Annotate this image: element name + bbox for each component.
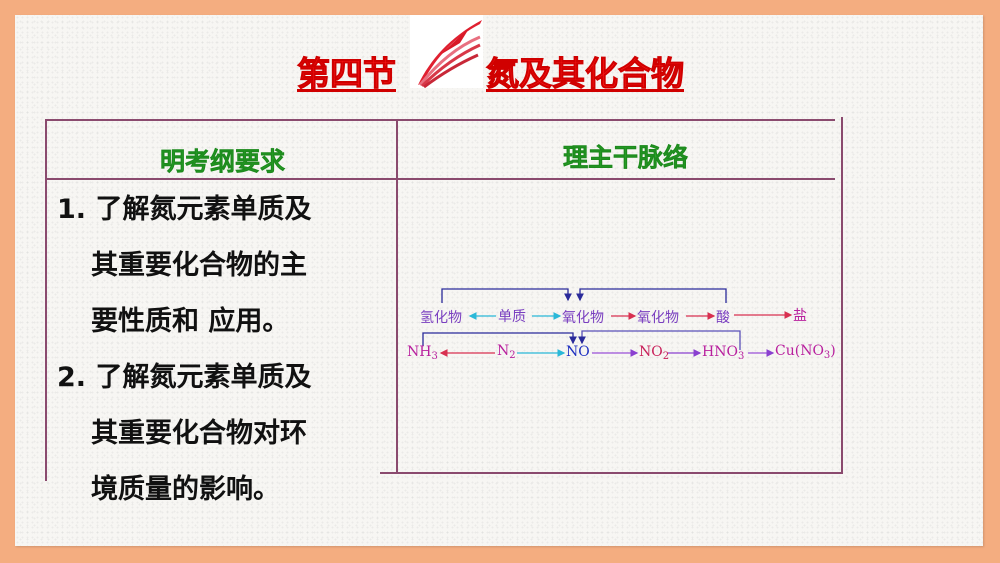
requirements-header: 明考纲要求	[160, 147, 286, 177]
requirement-1-line-3: 要性质和 应用。	[91, 306, 290, 337]
table-right-rule	[841, 117, 843, 473]
requirement-2-line-1: 2. 了解氮元素单质及	[57, 362, 312, 393]
outline-header: 理主干脉络	[563, 143, 689, 173]
red-swoosh-logo-icon	[410, 15, 483, 89]
slide-canvas	[15, 15, 983, 546]
node-salt: 盐	[793, 308, 807, 324]
requirement-1-line-1: 1. 了解氮元素单质及	[57, 194, 312, 225]
node-no2: NO2	[639, 344, 670, 362]
table-top-rule	[45, 119, 835, 121]
table-divider-rule	[396, 119, 398, 473]
node-n2: N2	[497, 343, 516, 361]
node-no: NO	[566, 344, 590, 360]
requirement-1-line-2: 其重要化合物的主	[91, 250, 307, 281]
node-cu-no3: Cu(NO3)	[775, 343, 836, 361]
table-header-rule	[45, 178, 835, 180]
node-hydride: 氢化物	[420, 310, 462, 326]
section-title: 第四节	[297, 54, 397, 94]
node-hno3: HNO3	[702, 344, 745, 362]
node-acid: 酸	[716, 310, 730, 326]
table-bottom-rule	[380, 472, 843, 474]
table-left-rule	[45, 119, 47, 481]
node-element: 单质	[498, 309, 526, 325]
topic-title: 氮及其化合物	[486, 54, 685, 94]
requirement-2-line-2: 其重要化合物对环	[91, 418, 307, 449]
requirement-2-line-3: 境质量的影响。	[91, 474, 280, 505]
node-nh3: NH3	[407, 344, 438, 362]
node-oxide-1: 氧化物	[562, 310, 604, 326]
node-oxide-2: 氧化物	[637, 310, 679, 326]
